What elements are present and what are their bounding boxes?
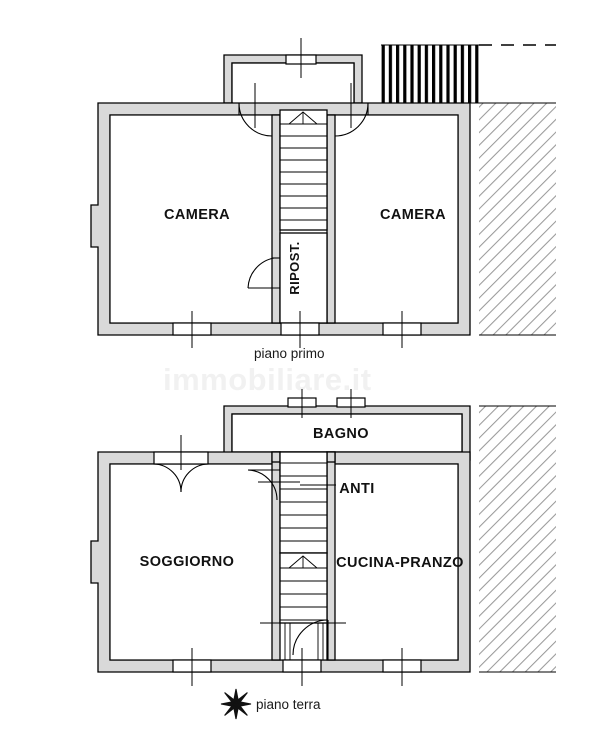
riposto-room	[279, 232, 328, 324]
stair-treads-ground-upper	[280, 462, 327, 542]
stair-treads-ground-lower	[280, 567, 327, 621]
floor-piano-primo: CAMERA CAMERA RIPOST.	[90, 38, 556, 348]
north-arrow-compass-rose-icon	[220, 688, 252, 720]
room-label-riposto: RIPOST.	[287, 241, 302, 294]
neighbor-hatch-first-floor	[479, 103, 556, 335]
room-label-camera-left: CAMERA	[164, 207, 230, 223]
stair-shaft-wall-left	[271, 114, 281, 324]
caption-piano-primo: piano primo	[254, 346, 325, 361]
door-swing-anti	[247, 469, 278, 501]
stair-shaft-wall-left-ground	[271, 451, 281, 661]
floor-piano-terra: BAGNO ANTI SOGGIORNO CUCINA-PRANZO	[90, 389, 556, 686]
stair-treads-first-floor	[280, 123, 327, 231]
stairs-ground-lower	[279, 552, 328, 624]
room-label-camera-right: CAMERA	[380, 207, 446, 223]
stairs-first-floor	[279, 109, 328, 231]
room-label-anti: ANTI	[339, 481, 374, 497]
terrace-hatch-first-floor	[381, 45, 479, 103]
door-swing-entrance	[292, 619, 329, 656]
stair-shaft-wall-right	[326, 114, 336, 324]
anti-stairs-upper	[279, 451, 328, 554]
caption-piano-terra: piano terra	[256, 697, 321, 712]
room-label-soggiorno: SOGGIORNO	[140, 554, 235, 570]
room-label-bagno: BAGNO	[313, 426, 369, 442]
room-label-cucina-pranzo: CUCINA-PRANZO	[336, 555, 464, 571]
neighbor-hatch-ground-floor	[479, 406, 556, 672]
